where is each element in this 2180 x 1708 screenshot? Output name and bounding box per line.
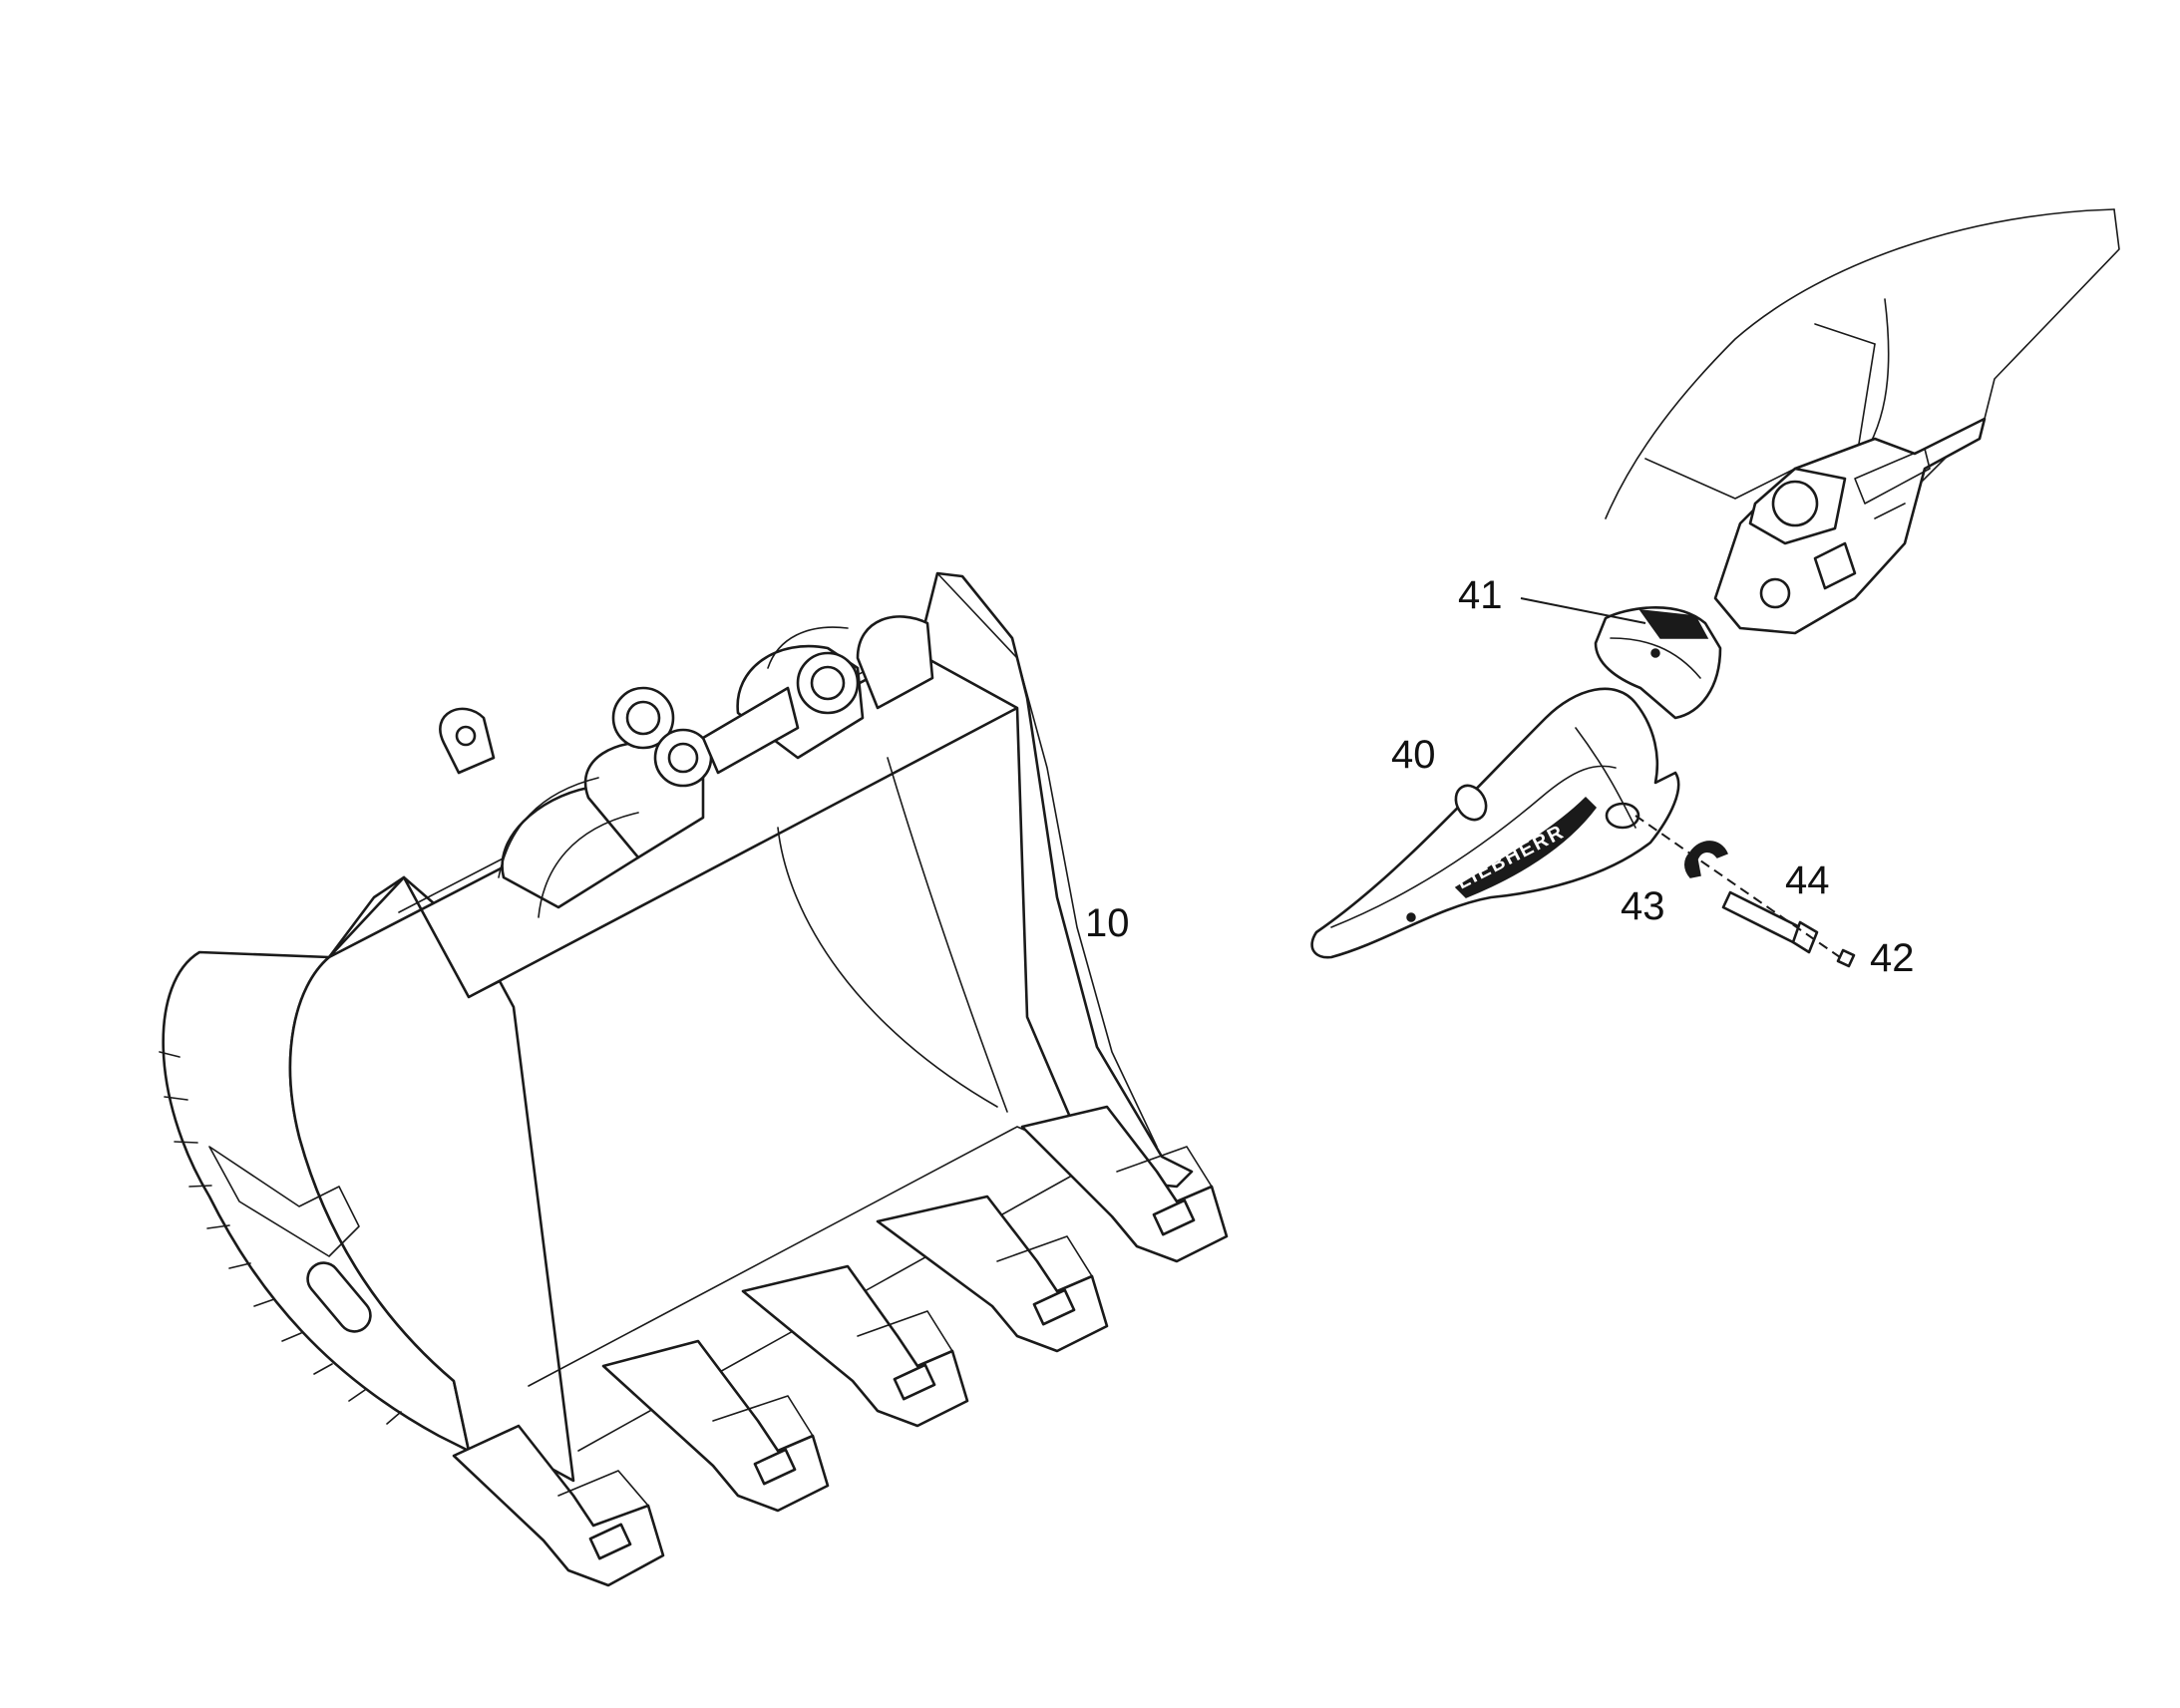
callout-43: 43 (1621, 884, 1665, 928)
callout-40: 40 (1391, 733, 1436, 777)
assembly-axis-line (1635, 815, 1841, 958)
callout-labels: 10 40 41 43 44 42 (1085, 573, 1915, 980)
callout-41: 41 (1458, 573, 1503, 617)
lock-washer-part (1684, 841, 1728, 878)
protector-part (1594, 606, 1722, 720)
bucket (159, 571, 1229, 1587)
adapter-lip-detail (1605, 208, 2120, 635)
callout-42: 42 (1870, 936, 1915, 980)
callout-10: 10 (1085, 901, 1130, 945)
pin-retainer-part (1836, 948, 1856, 968)
leader-41 (1520, 597, 1646, 624)
tooth-part: LIEBHERR (1310, 687, 1680, 959)
callout-44: 44 (1785, 858, 1830, 902)
bucket-tooth-adapters (452, 1105, 1229, 1587)
